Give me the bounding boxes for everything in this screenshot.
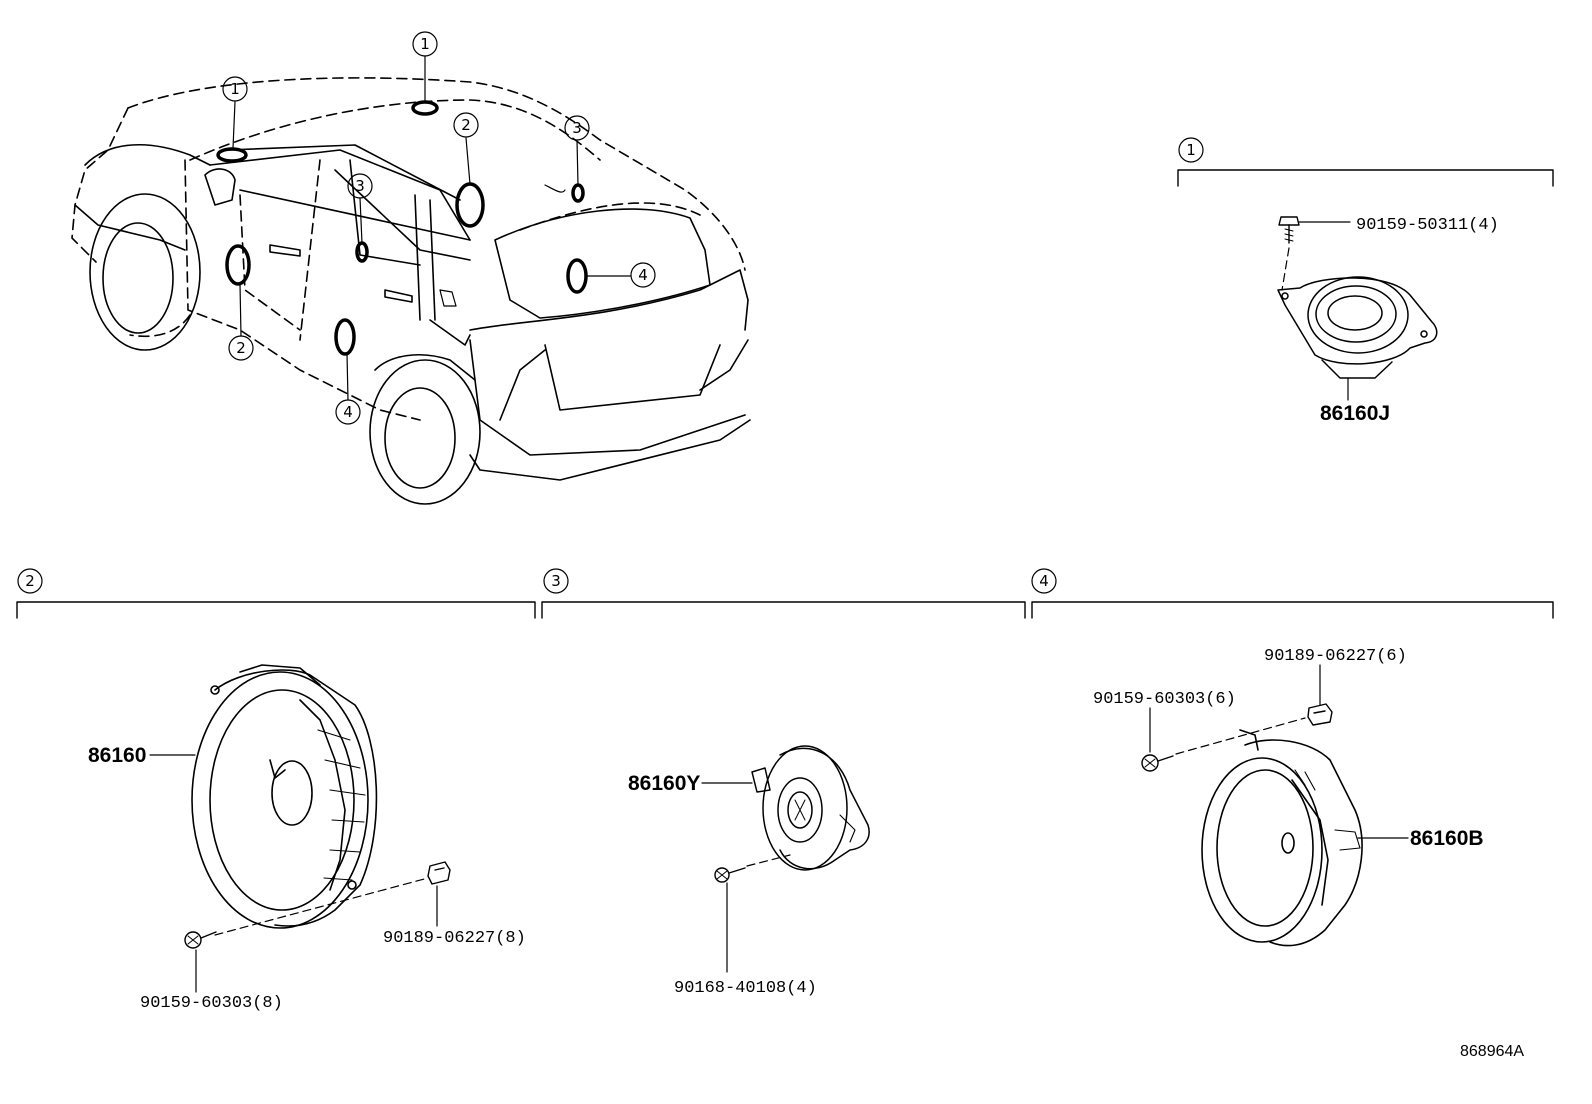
part-number-label: 86160 bbox=[88, 744, 146, 767]
vehicle-callout: 3 bbox=[347, 173, 373, 199]
vehicle-callout-label: 3 bbox=[572, 119, 582, 137]
rear-door-speaker-icon bbox=[1201, 729, 1363, 947]
vehicle-callout: 3 bbox=[564, 115, 590, 141]
tweeter-speaker-icon bbox=[1277, 276, 1438, 379]
speaker-location-marks bbox=[216, 100, 588, 356]
group-3-marker: 3 bbox=[543, 568, 569, 594]
group-4-marker: 4 bbox=[1031, 568, 1057, 594]
group-1: 1 90159-50311(4) 86160J bbox=[1177, 137, 1554, 425]
vehicle-callout: 2 bbox=[453, 112, 479, 138]
group-1-number: 1 bbox=[1186, 141, 1196, 159]
screw-icon bbox=[184, 931, 217, 949]
center-speaker-icon bbox=[751, 745, 870, 871]
assembly-line bbox=[746, 854, 791, 867]
vehicle-callout-label: 2 bbox=[461, 116, 471, 134]
screw-icon bbox=[1278, 216, 1300, 244]
vehicle-callout-label: 1 bbox=[230, 80, 240, 98]
group-1-bracket bbox=[1177, 169, 1554, 187]
assembly-line bbox=[1175, 717, 1306, 755]
vehicle-callout-label: 4 bbox=[343, 403, 353, 421]
part-number-label: 90189-06227(6) bbox=[1264, 647, 1407, 666]
vehicle-callout-leaders bbox=[232, 55, 631, 401]
part-number-label: 90159-60303(6) bbox=[1093, 690, 1236, 709]
part-number-label: 90168-40108(4) bbox=[674, 979, 817, 998]
vehicle-callout-label: 1 bbox=[420, 35, 430, 53]
group-4-number: 4 bbox=[1039, 572, 1049, 590]
part-number-label: 90159-50311(4) bbox=[1356, 216, 1499, 235]
group-2: 2 86160 90189-06227(8) bbox=[16, 568, 536, 1013]
vehicle-callout-label: 2 bbox=[236, 339, 246, 357]
screw-icon bbox=[1141, 754, 1174, 772]
assembly-line bbox=[214, 877, 429, 936]
vehicle-callout-label: 4 bbox=[638, 266, 648, 284]
clip-icon bbox=[1307, 703, 1333, 726]
vehicle-callout: 1 bbox=[222, 76, 248, 102]
vehicle-callout: 1 bbox=[412, 31, 438, 57]
vehicle-callout-label: 3 bbox=[355, 177, 365, 195]
part-number-label: 90159-60303(8) bbox=[140, 994, 283, 1013]
group-3-number: 3 bbox=[551, 572, 561, 590]
vehicle-callout: 4 bbox=[630, 262, 656, 288]
part-number-label: 86160B bbox=[1410, 827, 1484, 850]
clip-icon bbox=[427, 861, 451, 885]
group-4: 4 90189-06227(6) 90159-60303(6) 86 bbox=[1031, 568, 1554, 947]
vehicle-illustration bbox=[71, 77, 751, 505]
group-2-number: 2 bbox=[25, 572, 35, 590]
group-1-marker: 1 bbox=[1178, 137, 1204, 163]
vehicle-callout: 2 bbox=[228, 335, 254, 361]
assembly-line bbox=[1281, 247, 1290, 291]
vehicle-callout: 4 bbox=[335, 399, 361, 425]
part-number-label: 86160J bbox=[1320, 402, 1390, 425]
door-speaker-icon bbox=[191, 664, 378, 929]
diagram-reference-code: 868964A bbox=[1460, 1043, 1524, 1060]
part-number-label: 90189-06227(8) bbox=[383, 929, 526, 948]
group-3-bracket bbox=[541, 601, 1026, 619]
vehicle-callouts: 1 1 2 2 3 3 4 4 bbox=[222, 31, 656, 425]
group-3: 3 86160Y 90168-40108(4) bbox=[541, 568, 1026, 998]
group-2-marker: 2 bbox=[17, 568, 43, 594]
screw-icon bbox=[714, 867, 746, 883]
group-2-bracket bbox=[16, 601, 536, 619]
group-4-bracket bbox=[1031, 601, 1554, 619]
part-number-label: 86160Y bbox=[628, 772, 700, 795]
